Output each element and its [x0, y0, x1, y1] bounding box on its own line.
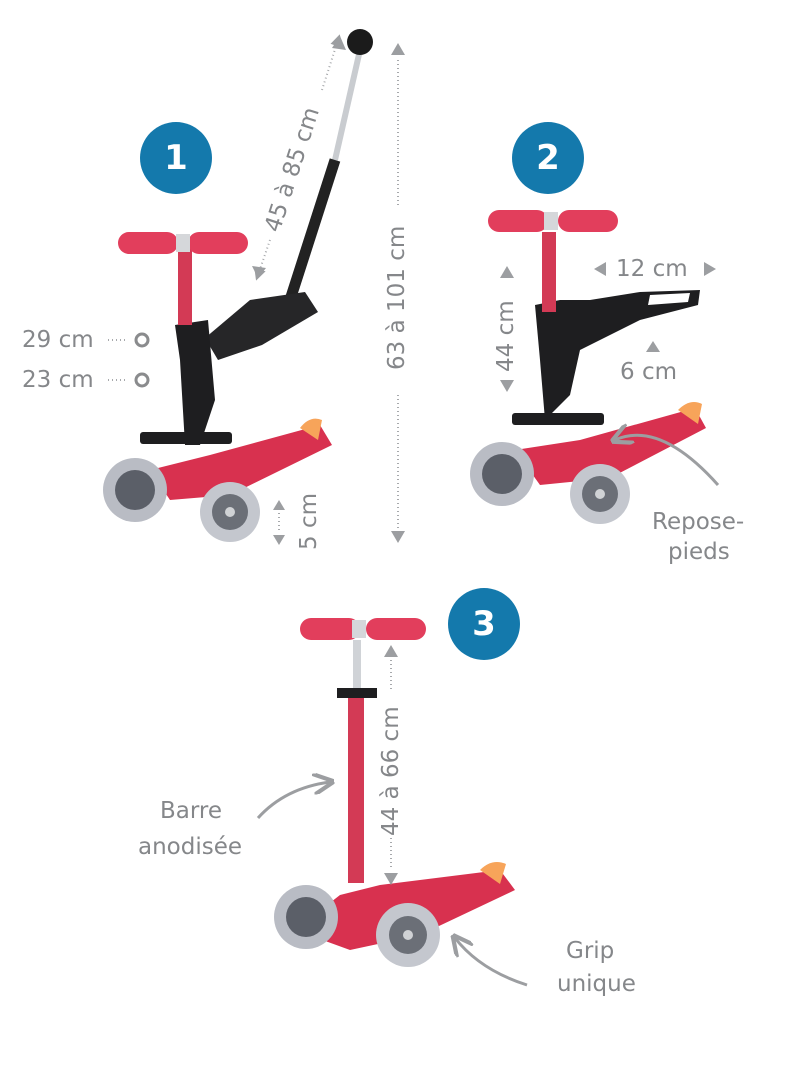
- scooter-2-illustration: [470, 210, 706, 524]
- scooter-1-dimension-lines: [108, 34, 399, 530]
- seat-depth-label: 6 cm: [620, 359, 677, 385]
- grip-label-line2: unique: [557, 971, 636, 997]
- scooter-3-illustration: [274, 618, 515, 967]
- grip-label-line1: Grip: [566, 938, 615, 964]
- footrest-label-line1: Repose-: [652, 509, 745, 535]
- seat-low-position-marker: [134, 372, 150, 388]
- config-2-badge: 2: [512, 122, 584, 194]
- total-height-label: 63 à 101 cm: [384, 225, 410, 370]
- config-2-number: 2: [536, 138, 560, 178]
- config-3-badge: 3: [448, 588, 520, 660]
- seat-high-label: 29 cm: [22, 327, 94, 353]
- scooter-3-arrow-markers: [384, 645, 398, 885]
- footrest-label-line2: pieds: [668, 539, 730, 565]
- anodized-bar-callout-arrow: [256, 782, 330, 820]
- scooter-1-arrow-markers: [252, 36, 405, 545]
- seat-low-label: 23 cm: [22, 367, 94, 393]
- anodized-bar-label-line2: anodisée: [138, 834, 243, 860]
- footrest-callout-arrow: [615, 435, 720, 486]
- config-1-badge: 1: [140, 122, 212, 194]
- scooter-1-illustration: [103, 29, 373, 542]
- seat-high-position-marker: [134, 332, 150, 348]
- scooter-2-arrow-markers: [500, 262, 716, 392]
- grip-callout-arrow: [455, 938, 528, 987]
- bar-range-label: 44 à 66 cm: [378, 706, 404, 836]
- config-1-number: 1: [164, 138, 188, 178]
- anodized-bar-label-line1: Barre: [160, 798, 223, 824]
- config-3-number: 3: [472, 604, 496, 644]
- bar-height-label: 44 cm: [493, 300, 519, 372]
- deck-height-label: 5 cm: [296, 493, 322, 550]
- seat-width-label: 12 cm: [616, 256, 688, 282]
